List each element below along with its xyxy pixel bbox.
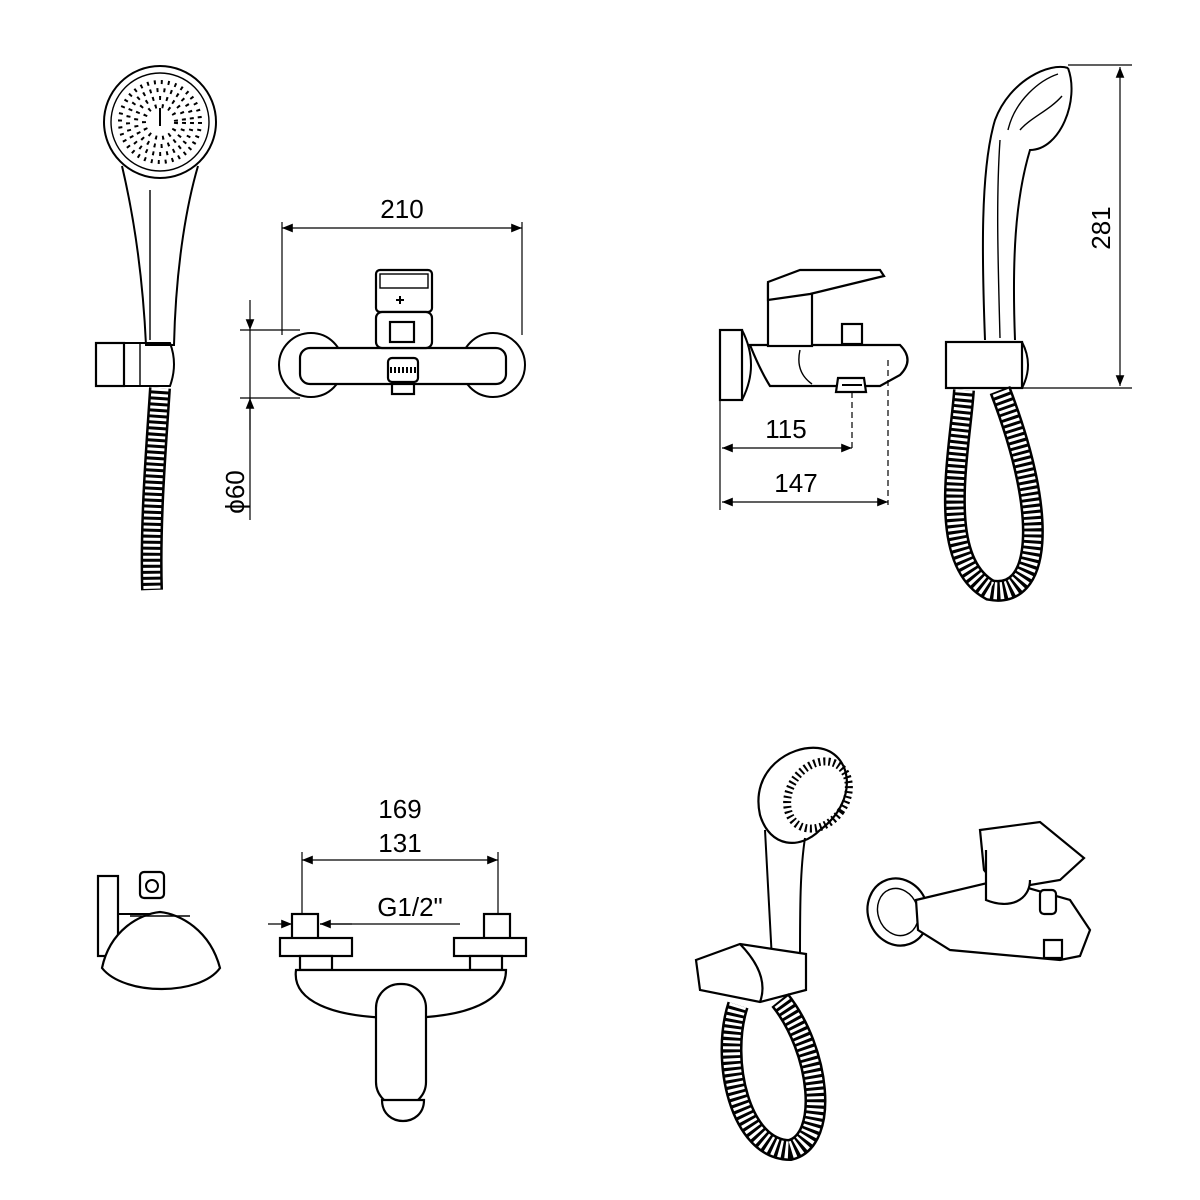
perspective-hose [720,993,827,1162]
spray-nozzles [118,80,202,164]
mixer-side-view: 115 147 [718,268,909,510]
hose [140,387,171,591]
handshower-front-view [94,65,217,591]
perspective-bracket [694,942,808,1004]
perspective-handshower [694,746,853,1162]
perspective-mixer [866,820,1092,962]
dim-169: 169 [378,794,421,824]
dim-115: 115 [765,414,806,444]
mixer-top-view [96,870,222,990]
mixer-installation-view: 169 131 G1/2" [268,794,528,1123]
dim-210: 210 [380,194,423,224]
dim-thread: G1/2" [377,892,443,922]
side-bracket [944,340,1029,390]
dim-147: 147 [774,468,817,498]
handshower-side-view: 281 [943,64,1132,602]
dim-diameter-60: ϕ60 [220,470,250,513]
mixer-front-view: 210 ϕ60 [220,194,526,520]
dim-281: 281 [1086,206,1116,249]
dim-131: 131 [378,828,421,858]
wall-bracket [94,341,175,388]
side-hose [943,386,1044,602]
